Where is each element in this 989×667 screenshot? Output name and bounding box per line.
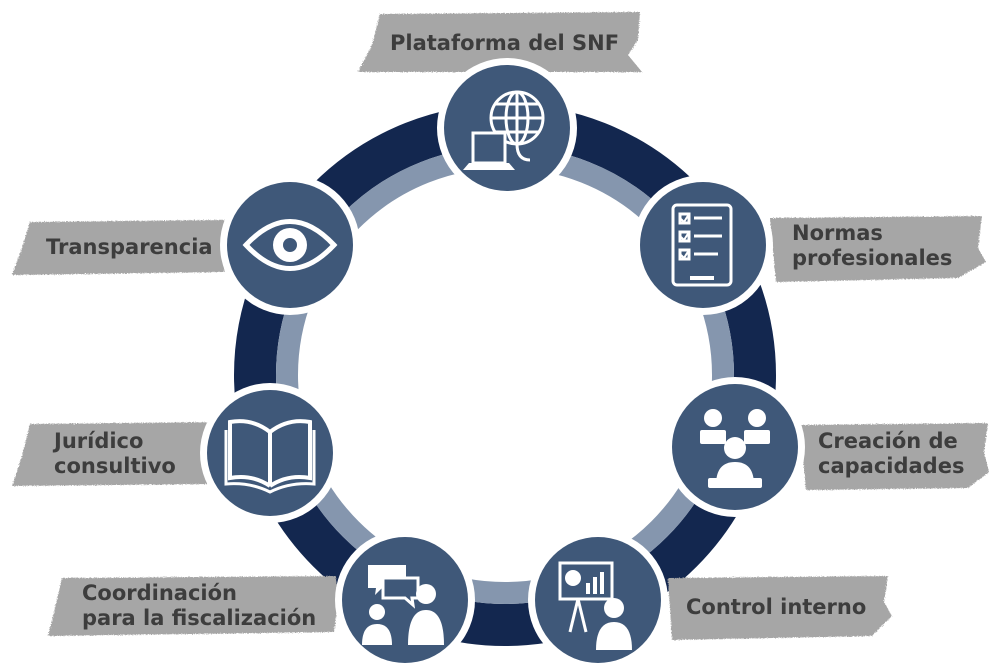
node-circles — [200, 58, 805, 667]
node-coordinacion-label: Coordinación para la fiscalización — [48, 576, 338, 636]
node-normas — [633, 175, 773, 315]
node-transparencia — [220, 175, 360, 315]
node-coordinacion — [335, 530, 475, 667]
node-coordinacion-label-line-1: Coordinación — [82, 581, 237, 605]
node-plataforma-label-line-1: Plataforma del SNF — [390, 31, 619, 55]
label-background — [668, 576, 892, 640]
node-coordinacion-circle — [342, 537, 468, 663]
node-juridico-label-line-2: consultivo — [54, 454, 176, 478]
training-meeting-icon — [700, 409, 770, 488]
node-juridico-label: Jurídico consultivo — [12, 422, 216, 486]
conversation-icon — [362, 565, 444, 645]
open-book-icon — [224, 419, 316, 494]
node-creacion-label-line-1: Creación de — [818, 429, 958, 453]
node-coordinacion-label-line-2: para la fiscalización — [82, 606, 316, 630]
label-background — [770, 216, 986, 282]
node-juridico — [200, 383, 340, 523]
node-control-label: Control interno — [668, 576, 892, 640]
node-creacion-label-line-2: capacidades — [818, 454, 964, 478]
node-creacion — [665, 377, 805, 517]
node-control — [528, 530, 668, 667]
node-plataforma — [437, 58, 577, 198]
label-background — [48, 576, 338, 636]
node-normas-label: Normas profesionales — [770, 216, 986, 282]
node-normas-label-line-1: Normas — [792, 221, 883, 245]
label-background — [800, 423, 989, 490]
node-juridico-label-line-1: Jurídico — [52, 429, 143, 453]
node-transparencia-label: Transparencia — [12, 220, 228, 275]
node-transparencia-label-line-1: Transparencia — [46, 235, 213, 259]
label-background — [12, 422, 216, 486]
label-background — [12, 220, 228, 275]
node-plataforma-label: Plataforma del SNF — [358, 12, 642, 72]
eye-icon — [242, 219, 338, 271]
label-background — [358, 12, 642, 72]
globe-laptop-icon — [463, 90, 545, 170]
node-normas-label-line-2: profesionales — [792, 246, 952, 270]
node-creacion-label: Creación de capacidades — [800, 423, 989, 490]
node-control-label-line-1: Control interno — [686, 595, 866, 619]
node-normas-circle — [640, 182, 766, 308]
presentation-icon — [558, 561, 632, 650]
checklist-tablet-icon — [671, 203, 733, 287]
label-banners: Plataforma del SNF Normas profesionales … — [12, 12, 989, 640]
